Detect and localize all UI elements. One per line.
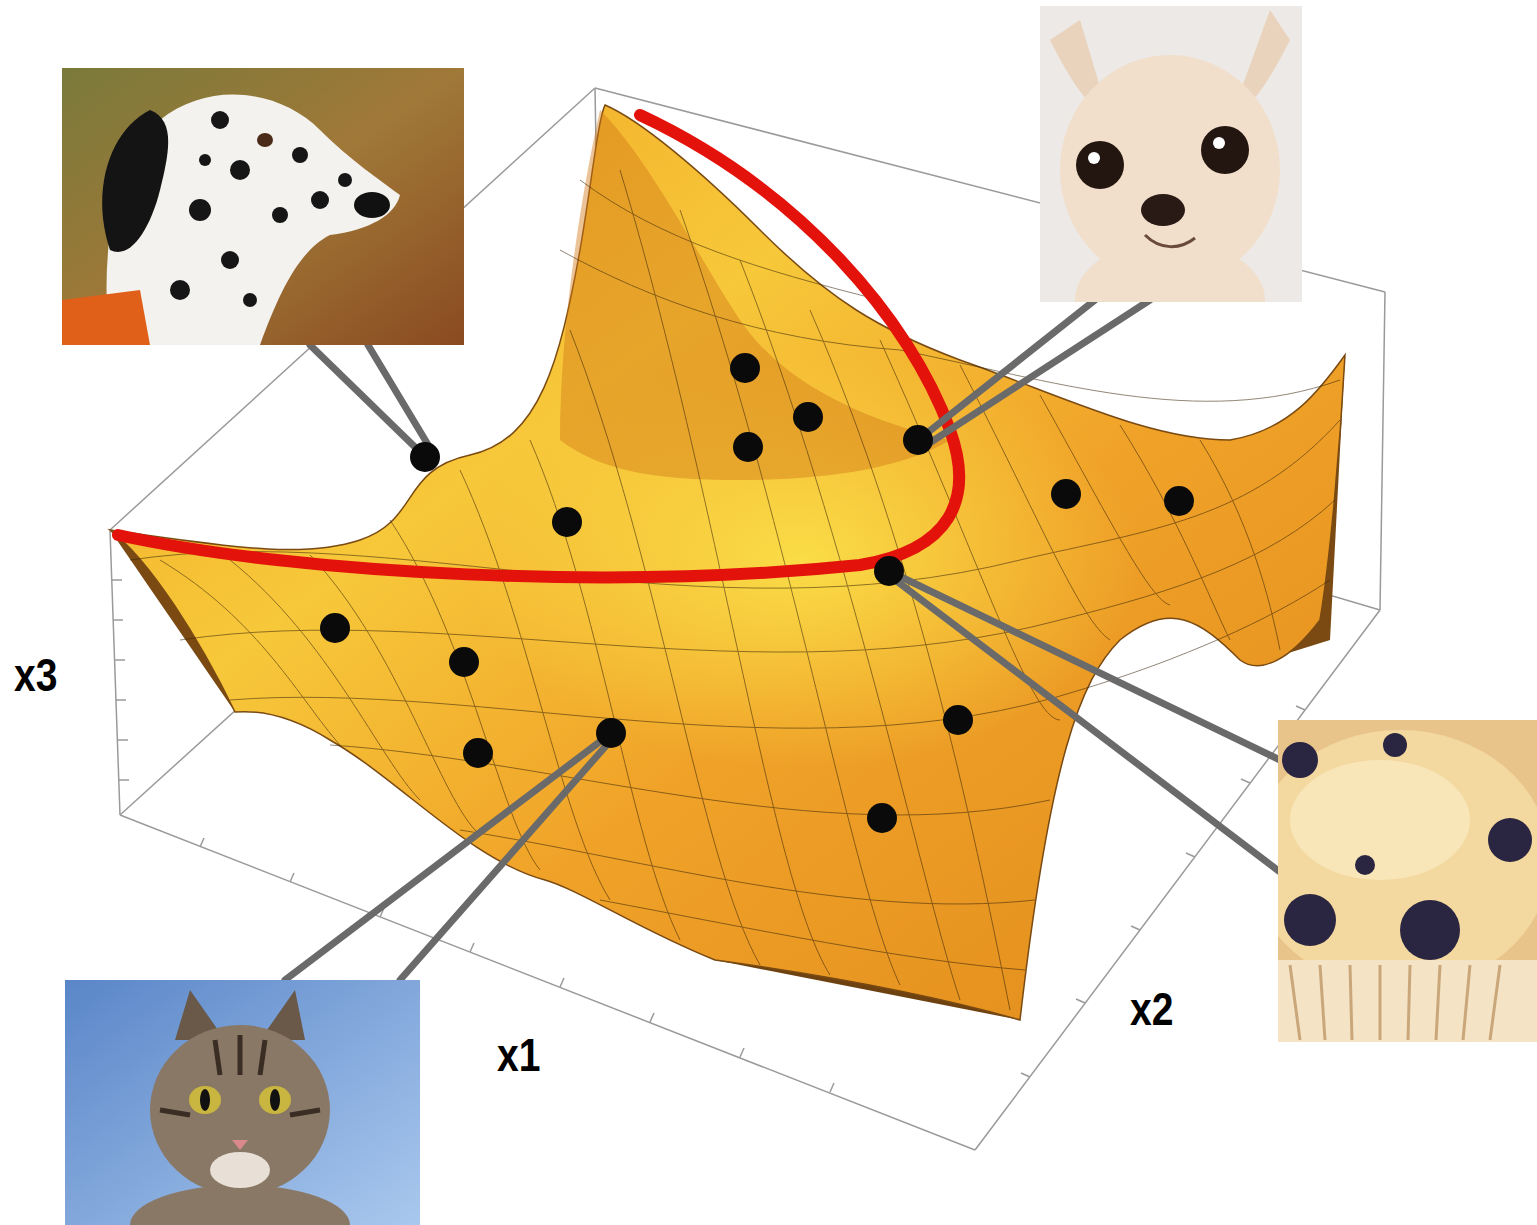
axis-label: x3 [14, 652, 57, 698]
cat-photo [65, 980, 420, 1225]
axis-label: x2 [1130, 986, 1173, 1032]
dalmatian-photo [62, 68, 464, 345]
leader-line [285, 300, 1280, 980]
surface-shading [560, 110, 950, 480]
chihuahua-photo [1040, 6, 1302, 302]
axis-label: x1 [497, 1032, 540, 1078]
data-point [320, 353, 1194, 833]
muffin-photo [1278, 720, 1537, 1042]
